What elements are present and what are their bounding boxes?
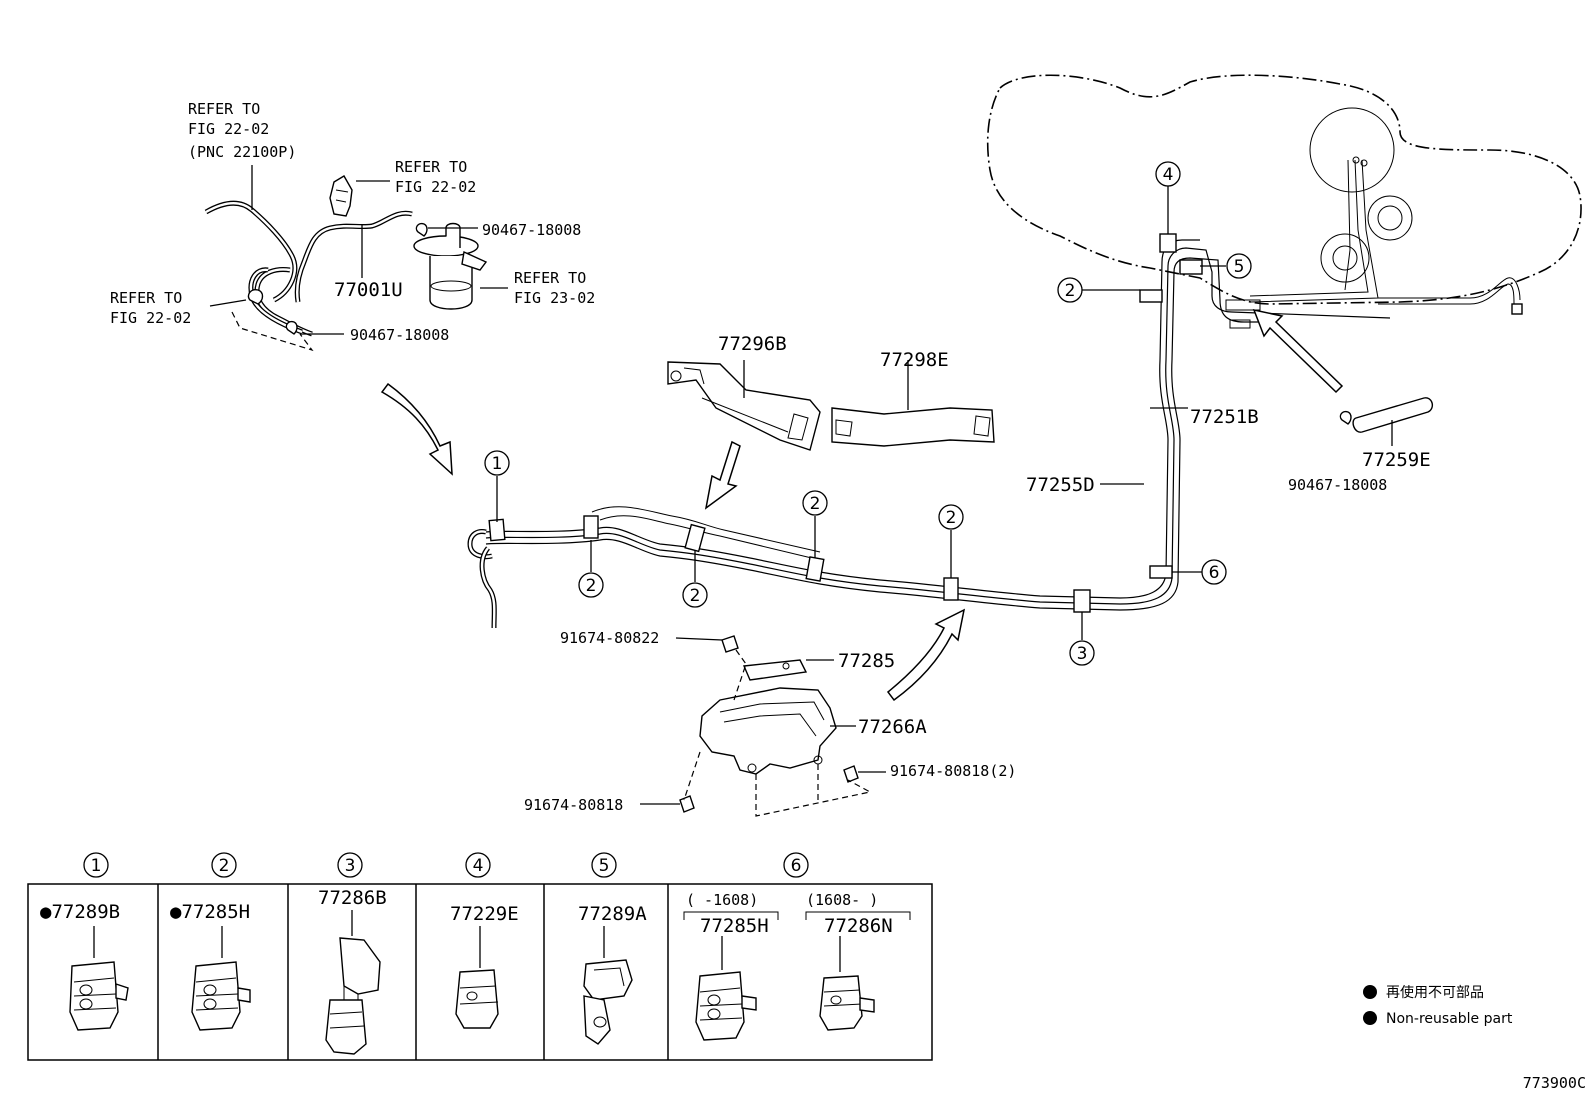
svg-text:6: 6 (1209, 563, 1220, 583)
table-header-6: 6 (783, 852, 809, 878)
assembly-arrows (380, 308, 1344, 702)
cover-77298e (743, 360, 995, 447)
label-77266a: 77266A (858, 716, 927, 738)
label-refer-top-1: REFER TO (395, 158, 467, 176)
hose-clip-icons (247, 222, 1352, 425)
label-refer-fig23-2: FIG 23-02 (514, 289, 595, 307)
callout-circles: 1 2 2 2 2 3 4 5 2 6 (484, 161, 1252, 666)
callout-3: 3 (1069, 640, 1095, 666)
bracket-77266a (640, 635, 886, 817)
figure-code: 773900C (1523, 1074, 1586, 1092)
callout-2a: 2 (578, 572, 604, 598)
callout-6: 6 (1201, 559, 1227, 585)
dashed-leader-clip (231, 311, 314, 352)
svg-text:4: 4 (473, 856, 484, 876)
callout-4: 4 (1155, 161, 1181, 187)
callout-2e: 2 (1057, 277, 1083, 303)
table-header-2: 2 (211, 852, 237, 878)
right-leaders (1100, 407, 1188, 485)
clip-table: 1 2 3 4 5 6 ●77289B ●77285H 77286B 77229… (27, 852, 933, 1061)
svg-text:2: 2 (1065, 281, 1076, 301)
table-header-1: 1 (83, 852, 109, 878)
label-refer-pnc-1: REFER TO (188, 100, 260, 118)
part-labels: REFER TO FIG 22-02 (PNC 22100P) REFER TO… (110, 100, 1431, 814)
table-cell-4-part: 77229E (450, 903, 519, 925)
label-77001u: 77001U (334, 279, 403, 301)
clip-77285h-6a-icon (695, 936, 757, 1041)
table-cell-6b-range: (1608- ) (806, 891, 878, 909)
fuel-tank-outline (986, 74, 1582, 305)
label-77285: 77285 (838, 650, 895, 672)
label-90467-a: 90467-18008 (482, 221, 581, 239)
tube-77259e (1352, 397, 1434, 446)
label-refer-left-1: REFER TO (110, 289, 182, 307)
table-cell-1-part: ●77289B (40, 901, 120, 923)
legend-text-en: Non-reusable part (1386, 1011, 1513, 1027)
svg-text:3: 3 (345, 856, 356, 876)
callout-2b: 2 (682, 582, 708, 608)
hose-77001u (294, 210, 413, 303)
svg-text:1: 1 (492, 454, 503, 474)
callout-2c: 2 (802, 490, 828, 516)
vacuum-valve (329, 175, 353, 217)
table-cell-6a-part: 77285H (700, 915, 769, 937)
table-header-4: 4 (465, 852, 491, 878)
label-refer-fig23-1: REFER TO (514, 269, 586, 287)
svg-text:2: 2 (586, 576, 597, 596)
label-77296b: 77296B (718, 333, 787, 355)
callout-leaders (496, 186, 1226, 640)
table-cell-5-part: 77289A (578, 903, 647, 925)
canister (413, 222, 488, 310)
label-91674-80818-2: 91674-80818(2) (890, 762, 1016, 780)
legend: 再使用不可部品 Non-reusable part (1363, 984, 1513, 1027)
label-refer-pnc-3: (PNC 22100P) (188, 143, 296, 161)
table-cell-6a-range: ( -1608) (686, 891, 758, 909)
non-reusable-dot-icon-2 (1363, 1011, 1377, 1025)
top-left-leaders (209, 165, 508, 335)
hose-22100p (204, 200, 298, 303)
label-refer-left-2: FIG 22-02 (110, 309, 191, 327)
svg-text:5: 5 (599, 856, 610, 876)
clip-77289a-icon (583, 926, 633, 1045)
svg-text:1: 1 (91, 856, 102, 876)
table-cell-3-part: 77286B (318, 887, 387, 909)
label-90467-b: 90467-18008 (350, 326, 449, 344)
table-header-5: 5 (591, 852, 617, 878)
svg-text:2: 2 (810, 494, 821, 514)
svg-text:6: 6 (791, 856, 802, 876)
fuel-pump-assembly (1249, 107, 1523, 315)
label-91674-80818: 91674-80818 (524, 796, 623, 814)
label-90467-c: 90467-18008 (1288, 476, 1387, 494)
svg-text:2: 2 (690, 586, 701, 606)
clip-77286b-icon (325, 910, 381, 1055)
label-77298e: 77298E (880, 349, 949, 371)
svg-text:4: 4 (1163, 165, 1174, 185)
callout-1: 1 (484, 450, 510, 476)
svg-text:3: 3 (1077, 644, 1088, 664)
svg-text:5: 5 (1234, 257, 1245, 277)
non-reusable-dot-icon (1363, 985, 1377, 999)
label-refer-top-2: FIG 22-02 (395, 178, 476, 196)
table-cell-6b-part: 77286N (824, 915, 893, 937)
callout-5: 5 (1226, 253, 1252, 279)
svg-text:2: 2 (946, 508, 957, 528)
label-77259e: 77259E (1362, 449, 1431, 471)
table-cell-2-part: ●77285H (170, 901, 250, 923)
label-refer-pnc-2: FIG 22-02 (188, 120, 269, 138)
clip-77285h-icon (191, 926, 251, 1031)
clip-77229e-icon (455, 926, 499, 1029)
legend-text-jp: 再使用不可部品 (1386, 984, 1484, 1001)
clip-77286n-icon (819, 936, 875, 1031)
label-77251b: 77251B (1190, 406, 1259, 428)
label-77255d: 77255D (1026, 474, 1095, 496)
callout-2d: 2 (938, 504, 964, 530)
label-91674-80822: 91674-80822 (560, 629, 659, 647)
svg-text:2: 2 (219, 856, 230, 876)
cover-77296b (667, 361, 821, 451)
clip-77289b-icon (69, 926, 129, 1031)
table-header-3: 3 (337, 852, 363, 878)
